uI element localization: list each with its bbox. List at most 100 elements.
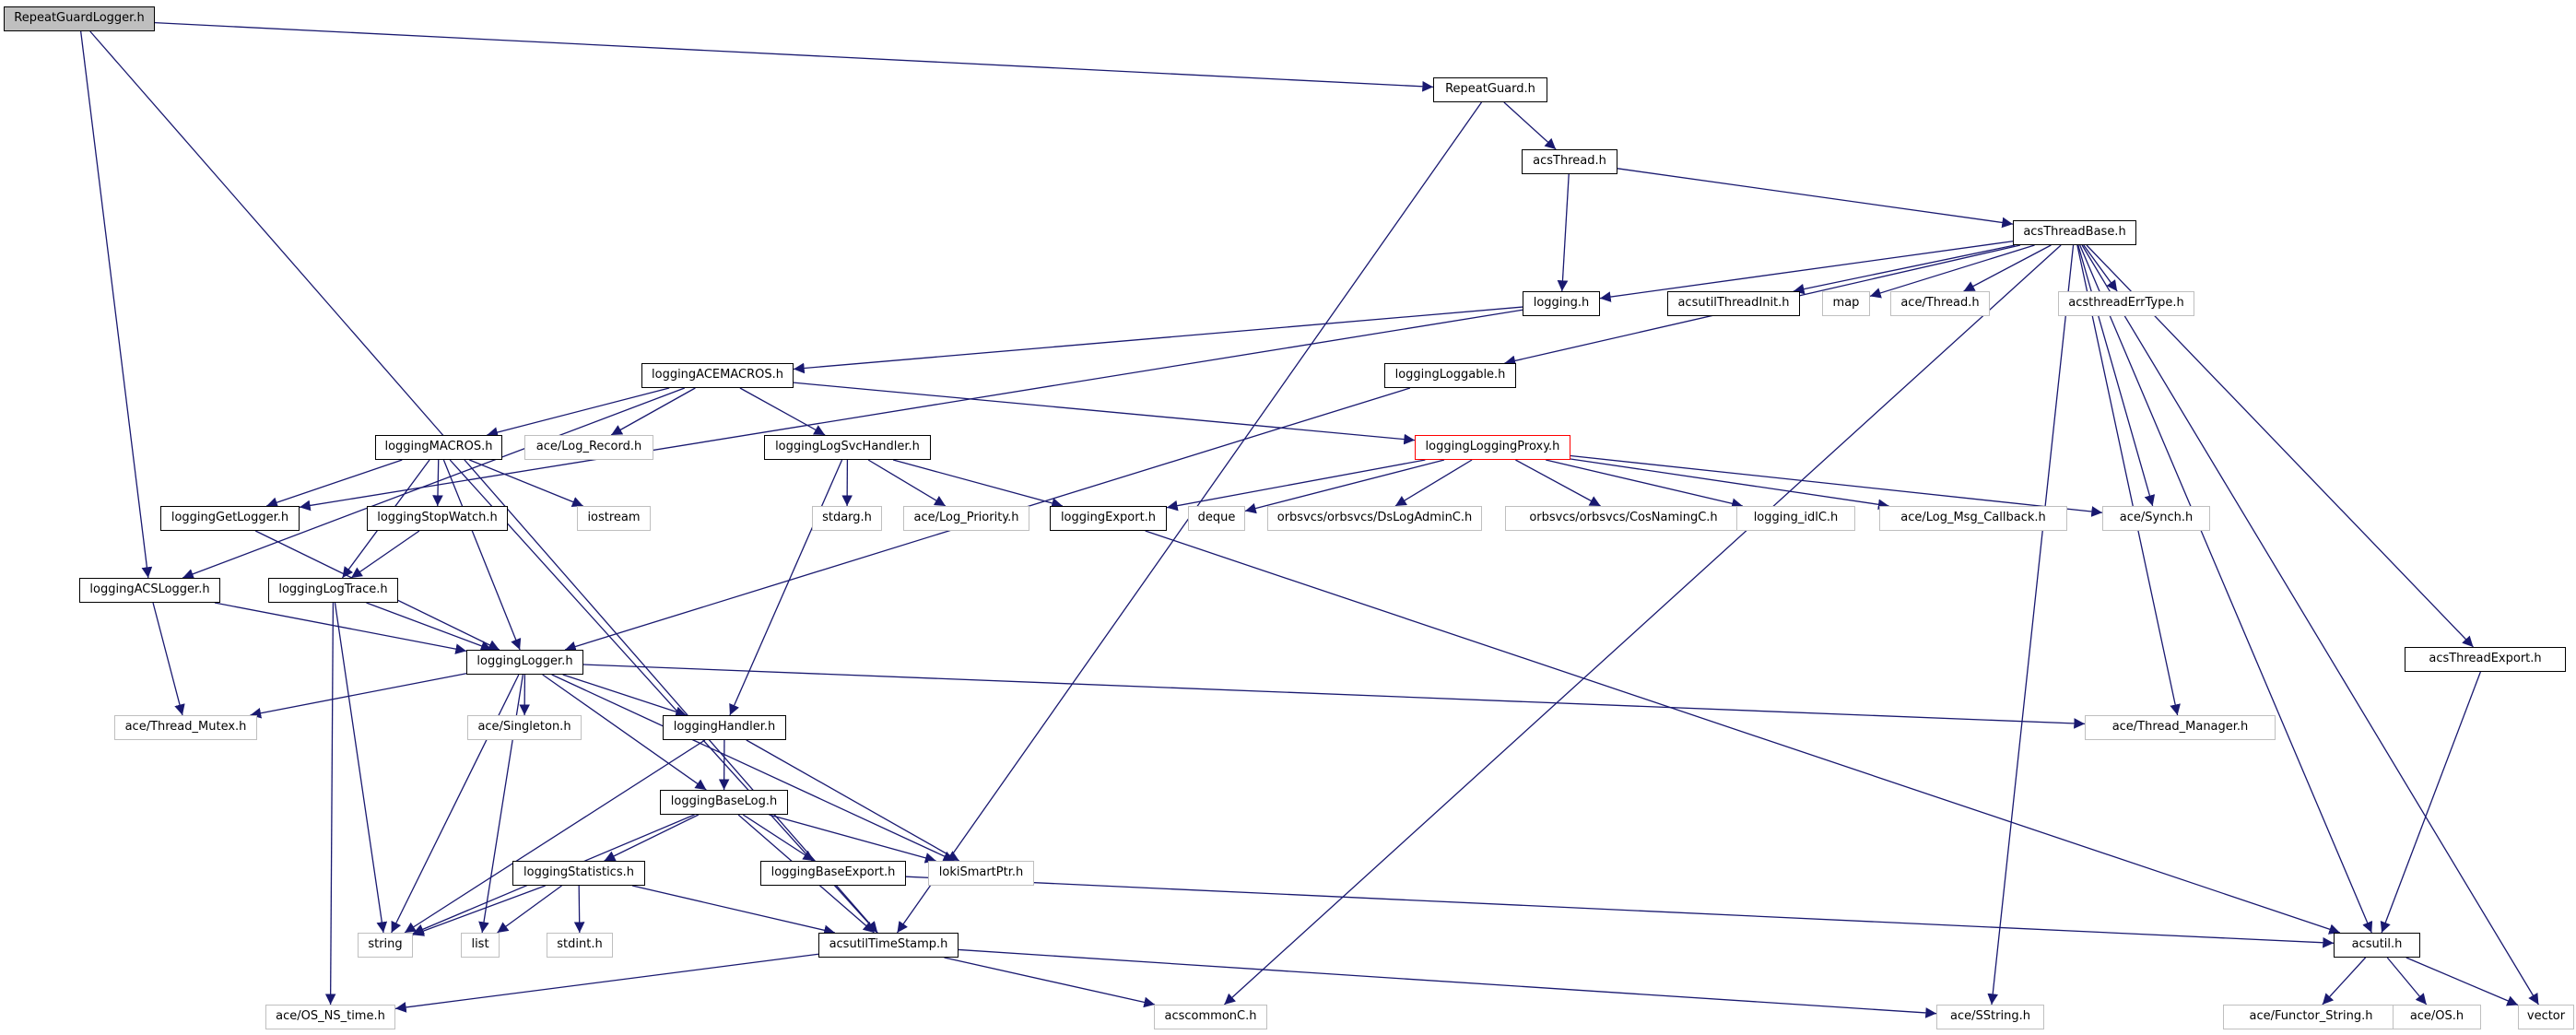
edge-acsThreadBase-to-map: [1869, 244, 2035, 299]
edge-loggingLogger-to-loggingBaseLog: [542, 674, 707, 791]
edge-RepeatGuardLogger-to-loggingACSLogger: [80, 30, 153, 579]
edge-acsThreadBase-to-aceSynch: [2077, 244, 2156, 507]
edge-acsutil-to-aceFunctorString: [2322, 957, 2367, 1006]
edge-acsutilTimeStamp-to-acscommonC: [944, 957, 1156, 1008]
node-loggingLogSvcHandler[interactable]: loggingLogSvcHandler.h: [764, 435, 931, 460]
edge-acsutil-to-aceOS: [2386, 957, 2428, 1006]
edge-loggingLogger-to-aceThreadManager: [582, 664, 2086, 729]
node-logging[interactable]: logging.h: [1523, 291, 1600, 316]
node-aceOS: ace/OS.h: [2393, 1005, 2481, 1029]
node-acsThread[interactable]: acsThread.h: [1522, 149, 1617, 174]
node-loggingACSLogger[interactable]: loggingACSLogger.h: [79, 578, 220, 603]
edge-acsThreadExport-to-acsutil: [2380, 671, 2481, 934]
edge-loggingACEMACROS-to-loggingLogSvcHandler: [739, 387, 826, 436]
edge-loggingLoggingProxy-to-loggingIdl: [1546, 459, 1743, 510]
node-stdarg: stdarg.h: [812, 506, 882, 531]
node-loggingBaseLog[interactable]: loggingBaseLog.h: [660, 790, 788, 815]
edge-loggingACEMACROS-to-loggingLoggingProxy: [793, 382, 1416, 445]
node-lokiSmartPtr: lokiSmartPtr.h: [928, 861, 1034, 886]
edge-loggingBaseLog-to-loggingBaseExport: [742, 814, 815, 862]
node-acsutil[interactable]: acsutil.h: [2334, 933, 2420, 958]
node-aceThread: ace/Thread.h: [1890, 291, 1990, 316]
edge-RepeatGuard-to-acsThread: [1503, 101, 1557, 150]
node-aceThreadMutex: ace/Thread_Mutex.h: [114, 715, 257, 740]
edge-loggingLogSvcHandler-to-aceLogPriority: [867, 459, 947, 507]
edge-acsThread-to-acsThreadBase: [1617, 168, 2014, 229]
edge-acsThread-to-logging: [1557, 173, 1570, 292]
edge-acsThreadBase-to-vector: [2081, 244, 2539, 1006]
edge-loggingMACROS-to-loggingStopWatch: [432, 459, 443, 507]
node-aceFunctorString: ace/Functor_String.h: [2223, 1005, 2399, 1029]
edge-acsutilTimeStamp-to-aceSString: [958, 948, 1937, 1018]
node-loggingLoggingProxy[interactable]: loggingLoggingProxy.h: [1415, 435, 1570, 460]
node-aceSingleton: ace/Singleton.h: [467, 715, 582, 740]
node-RepeatGuard[interactable]: RepeatGuard.h: [1433, 77, 1547, 102]
node-loggingHandler[interactable]: loggingHandler.h: [663, 715, 786, 740]
edge-loggingStatistics-to-stdint: [573, 885, 585, 934]
edge-loggingExport-to-acsutil: [1145, 530, 2341, 935]
edge-loggingACEMACROS-to-loggingACSLogger: [182, 387, 686, 580]
node-loggingStatistics[interactable]: loggingStatistics.h: [512, 861, 645, 886]
node-loggingMACROS[interactable]: loggingMACROS.h: [375, 435, 502, 460]
edge-loggingLogSvcHandler-to-loggingExport: [892, 459, 1064, 509]
edge-acsThreadBase-to-aceSString: [1987, 244, 2075, 1006]
edge-loggingLoggingProxy-to-deque: [1244, 459, 1445, 514]
node-stdint: stdint.h: [547, 933, 613, 958]
node-iostream: iostream: [577, 506, 651, 531]
node-list: list: [461, 933, 500, 958]
edge-loggingLogTrace-to-aceOSNStime: [324, 602, 336, 1006]
node-aceOSNStime: ace/OS_NS_time.h: [265, 1005, 395, 1029]
edge-loggingLoggingProxy-to-dsLogAdmin: [1394, 459, 1473, 507]
node-acsthreadErrType: acsthreadErrType.h: [2058, 291, 2194, 316]
edge-loggingLoggingProxy-to-aceSynch: [1570, 454, 2103, 517]
node-acsThreadExport[interactable]: acsThreadExport.h: [2405, 647, 2566, 672]
edge-loggingLoggingProxy-to-cosNaming: [1515, 459, 1601, 507]
edge-acsThreadBase-to-aceThread: [1963, 244, 2052, 292]
node-acsThreadBase[interactable]: acsThreadBase.h: [2013, 220, 2136, 245]
node-loggingBaseExport[interactable]: loggingBaseExport.h: [760, 861, 906, 886]
node-aceLogMsgCallback: ace/Log_Msg_Callback.h: [1879, 506, 2067, 531]
edge-acsThreadBase-to-acsutilThreadInit: [1793, 244, 2016, 295]
edge-loggingLogger-to-aceThreadMutex: [250, 673, 467, 719]
edge-loggingACSLogger-to-loggingLogger: [214, 602, 467, 654]
node-loggingIdl: logging_idlC.h: [1736, 506, 1855, 531]
edge-logging-to-loggingACEMACROS: [793, 306, 1523, 374]
edge-loggingLogTrace-to-loggingLogger: [366, 602, 492, 652]
node-aceLogRecord: ace/Log_Record.h: [524, 435, 653, 460]
edge-loggingHandler-to-string: [404, 739, 706, 934]
edge-loggingMACROS-to-iostream: [469, 459, 583, 508]
edge-loggingLogger-to-loggingHandler: [562, 674, 688, 717]
edge-logging-to-loggingGetLogger: [299, 309, 1523, 512]
node-acsutilTimeStamp[interactable]: acsutilTimeStamp.h: [818, 933, 959, 958]
node-loggingLoggable[interactable]: loggingLoggable.h: [1384, 363, 1516, 388]
node-loggingACEMACROS[interactable]: loggingACEMACROS.h: [641, 363, 794, 388]
edge-acsutil-to-vector: [2405, 957, 2519, 1006]
edge-loggingBaseLog-to-loggingStatistics: [604, 814, 700, 862]
edge-loggingLogger-to-list: [478, 674, 524, 934]
edge-RepeatGuardLogger-to-acsutilTimeStamp: [89, 30, 878, 934]
edge-acsThreadBase-to-aceThreadManager: [2076, 244, 2181, 716]
node-aceThreadManager: ace/Thread_Manager.h: [2085, 715, 2276, 740]
node-loggingStopWatch[interactable]: loggingStopWatch.h: [367, 506, 508, 531]
edge-acsutilTimeStamp-to-aceOSNStime: [394, 953, 819, 1013]
node-RepeatGuardLogger[interactable]: RepeatGuardLogger.h: [4, 6, 155, 31]
edge-loggingACEMACROS-to-loggingMACROS: [487, 387, 670, 438]
edge-loggingMACROS-to-loggingGetLogger: [266, 459, 403, 508]
edge-loggingBaseExport-to-acsutil: [905, 876, 2335, 948]
edge-RepeatGuardLogger-to-RepeatGuard: [154, 21, 1434, 92]
edge-loggingLoggingProxy-to-aceLogMsgCallback: [1570, 458, 1889, 511]
node-aceSString: ace/SString.h: [1936, 1005, 2044, 1029]
edge-loggingLogger-to-lokiSmartPtr: [551, 674, 955, 862]
node-cosNaming: orbsvcs/orbsvcs/CosNamingC.h: [1505, 506, 1742, 531]
node-acsutilThreadInit[interactable]: acsutilThreadInit.h: [1667, 291, 1800, 316]
node-loggingExport[interactable]: loggingExport.h: [1050, 506, 1167, 531]
node-loggingGetLogger[interactable]: loggingGetLogger.h: [160, 506, 300, 531]
edge-acsThreadBase-to-acsutil: [2079, 244, 2373, 934]
edge-loggingMACROS-to-loggingLogger: [442, 459, 522, 651]
node-loggingLogTrace[interactable]: loggingLogTrace.h: [268, 578, 398, 603]
node-map: map: [1822, 291, 1870, 316]
edge-loggingStatistics-to-string: [412, 885, 546, 936]
node-loggingLogger[interactable]: loggingLogger.h: [466, 650, 583, 675]
node-acscommonC: acscommonC.h: [1154, 1005, 1267, 1029]
node-vector: vector: [2518, 1005, 2574, 1029]
